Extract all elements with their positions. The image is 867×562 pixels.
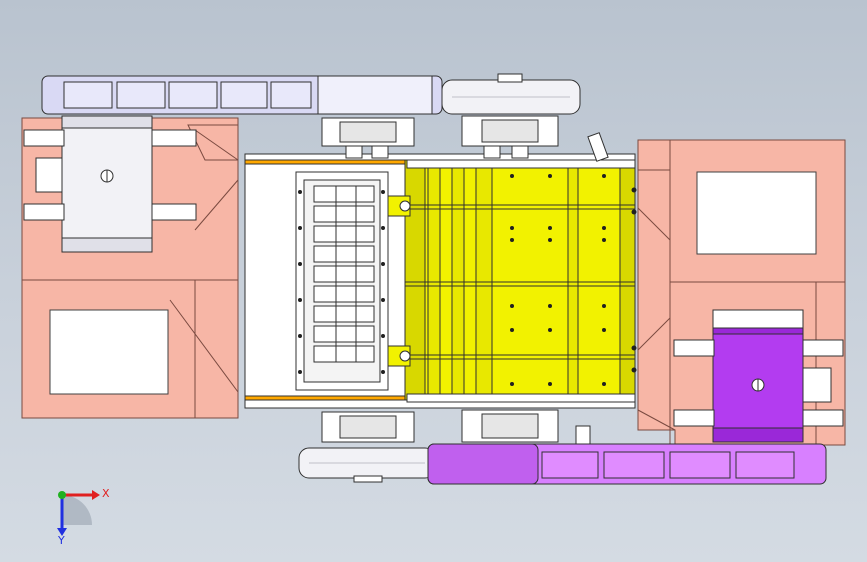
bearing-blocks-bottom [321, 409, 591, 445]
axis-triad: X Y [57, 487, 110, 547]
x-axis-label: X [102, 487, 110, 500]
belt-guard-bottom [427, 443, 827, 485]
y-axis-label: Y [57, 534, 65, 547]
rotor-teeth [313, 185, 375, 363]
frame-opening-left [49, 309, 169, 395]
top-pulley [441, 73, 581, 115]
bearing-blocks-top [321, 115, 559, 159]
motor-right [712, 309, 832, 443]
bottom-pulley [298, 447, 436, 483]
motor-left-mounts [23, 129, 197, 221]
motor-left [35, 115, 153, 253]
hinge-brackets [387, 195, 411, 367]
housing-bolts [298, 174, 637, 386]
motor-right-mounts [673, 339, 844, 427]
belt-guard-top [41, 75, 443, 115]
yellow-housing [404, 132, 636, 403]
